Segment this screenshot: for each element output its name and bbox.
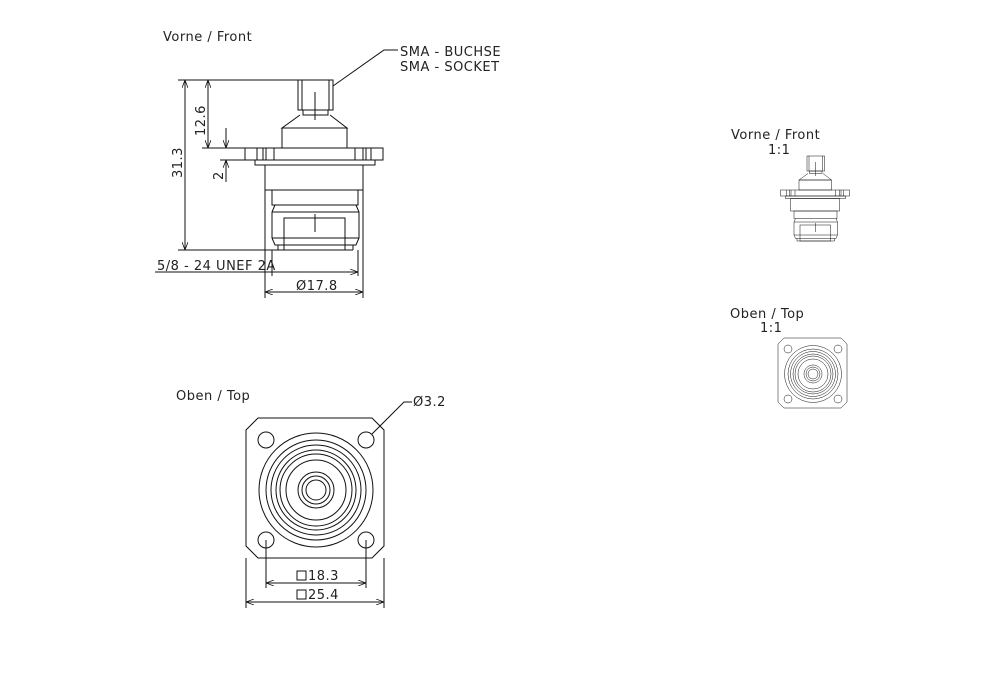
dim-hole-spacing: 18.3 — [308, 569, 339, 584]
front-view-large — [244, 79, 384, 251]
front-view-small-scale: 1:1 — [768, 143, 790, 158]
dim-total-height: 31.3 — [171, 147, 186, 178]
front-dimensions — [155, 49, 398, 298]
thread-label: 5/8 - 24 UNEF 2A — [157, 259, 276, 274]
connector-label-en: SMA - SOCKET — [400, 60, 500, 75]
connector-label-de: SMA - BUCHSE — [400, 45, 501, 60]
top-view-large — [245, 417, 385, 559]
dim-body-diameter: Ø17.8 — [296, 279, 338, 294]
dim-hole-diameter: Ø3.2 — [413, 395, 446, 410]
top-view-small-scale: 1:1 — [760, 321, 782, 336]
dim-upper-height: 12.6 — [194, 105, 209, 136]
front-view-label: Vorne / Front — [163, 30, 252, 45]
top-view-small — [777, 337, 848, 409]
top-view-label: Oben / Top — [176, 389, 250, 404]
top-view-small-label: Oben / Top — [730, 307, 804, 322]
front-view-small-label: Vorne / Front — [731, 128, 820, 143]
dim-flange-width: 25.4 — [308, 588, 339, 603]
top-dimensions — [245, 401, 412, 608]
dim-flange-thickness: 2 — [212, 171, 227, 180]
front-view-small — [780, 155, 850, 242]
